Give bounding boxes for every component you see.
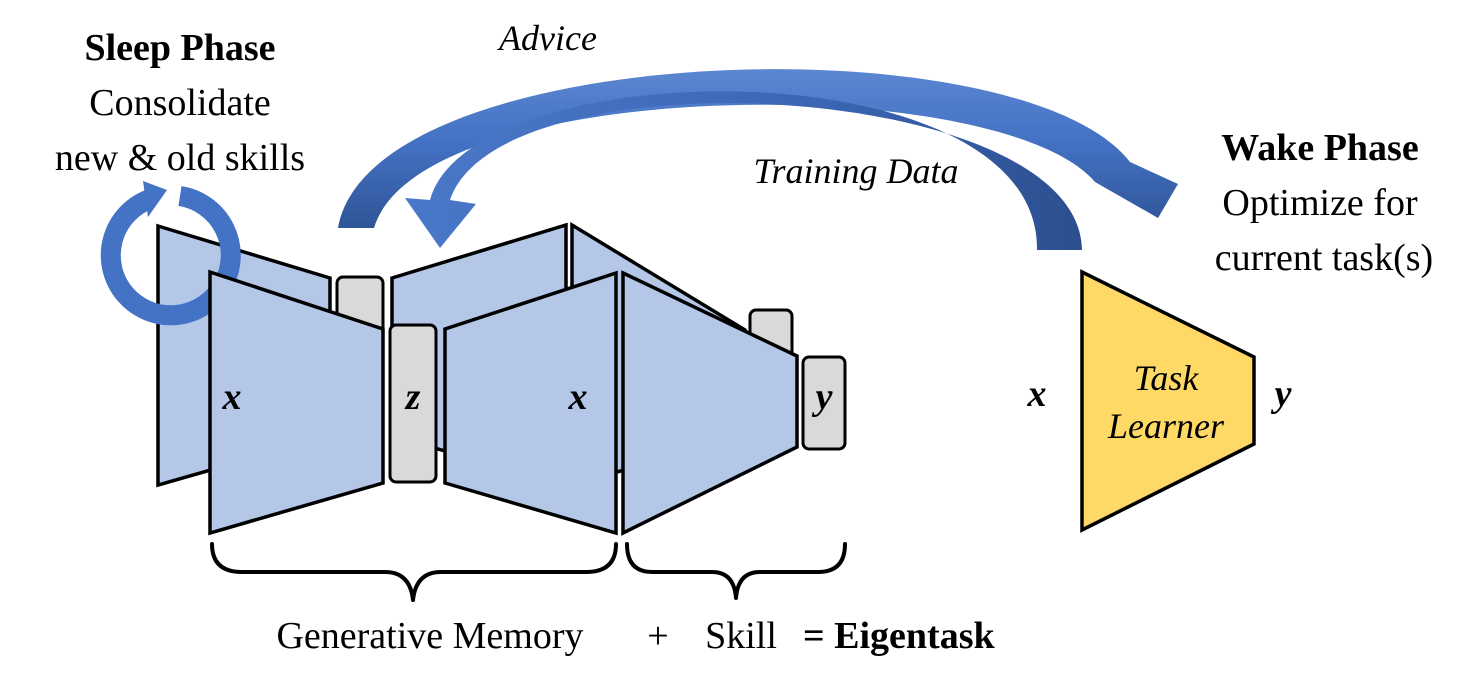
- skill-output-y-label: y: [812, 376, 833, 418]
- training-data-label: Training Data: [753, 151, 958, 191]
- sleep-phase-title: Sleep Phase: [84, 27, 275, 69]
- wake-phase-title: Wake Phase: [1221, 127, 1418, 169]
- task-learner-input-x-label: x: [1027, 373, 1047, 415]
- skill-brace: [625, 542, 847, 600]
- decoder-block: [443, 270, 618, 536]
- skill-label: Skill: [705, 615, 777, 657]
- advice-label: Advice: [497, 18, 597, 58]
- generative-memory-label: Generative Memory: [276, 615, 583, 657]
- task-learner-label-line2: Learner: [1107, 406, 1225, 446]
- memory-front-stack: [208, 269, 847, 536]
- skill-output-y-block: [801, 355, 847, 451]
- memory-input-x-label: x: [222, 376, 242, 418]
- latent-z-block: [388, 323, 438, 484]
- sleep-phase-line1: Consolidate: [89, 82, 271, 124]
- task-learner-block: [1080, 269, 1256, 533]
- generative-memory-brace: [210, 542, 618, 602]
- sleep-phase-line2: new & old skills: [55, 137, 305, 179]
- advice-arrow: [338, 69, 1178, 228]
- consolidate-cycle-icon: [100, 181, 241, 326]
- eigentask-label: = Eigentask: [803, 615, 995, 657]
- task-learner-output-y-label: y: [1271, 373, 1292, 415]
- reconstruction-x-label: x: [568, 376, 588, 418]
- latent-z-label: z: [404, 376, 421, 418]
- wake-phase-line2: current task(s): [1215, 237, 1433, 279]
- skill-block: [621, 270, 799, 536]
- encoder-block: [208, 269, 385, 536]
- wake-phase-line1: Optimize for: [1222, 182, 1418, 224]
- task-learner-label-line1: Task: [1134, 358, 1200, 398]
- plus-sign: +: [647, 615, 668, 657]
